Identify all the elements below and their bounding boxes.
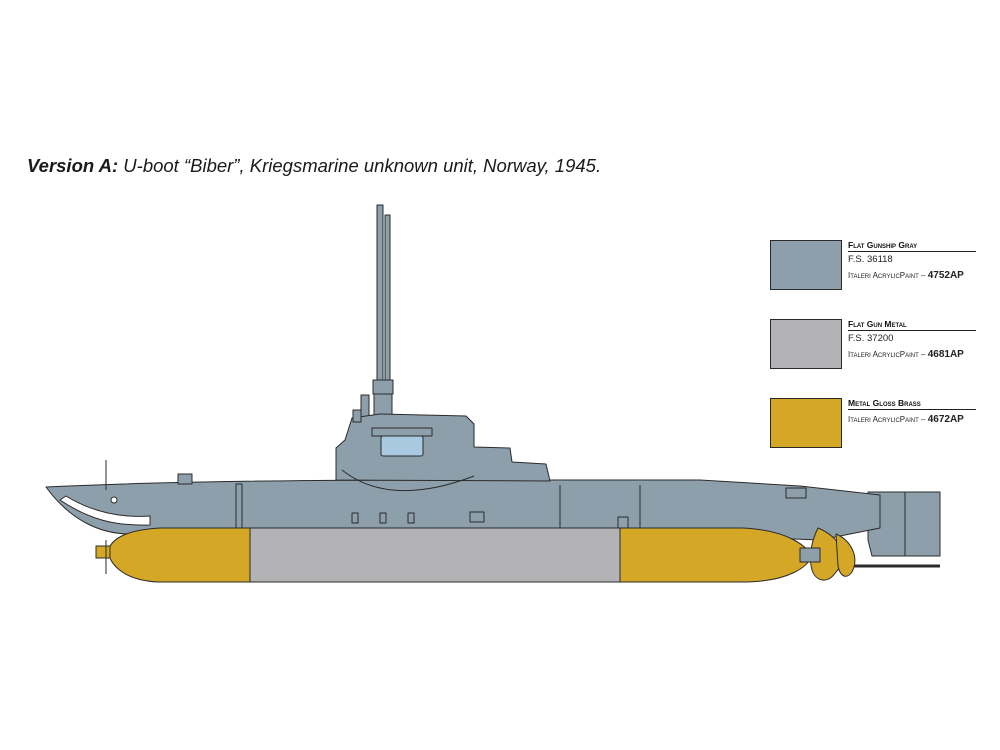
stern-rudder bbox=[867, 491, 941, 557]
vent-pipe bbox=[352, 409, 362, 423]
legend-rule bbox=[848, 251, 976, 252]
paint-reference: Italeri AcrylicPaint – 4752AP bbox=[848, 269, 1000, 283]
paint-reference: Italeri AcrylicPaint – 4672AP bbox=[848, 413, 1000, 427]
paint-brand: Italeri AcrylicPaint – bbox=[848, 415, 928, 424]
torpedo-body bbox=[249, 527, 621, 583]
legend-text: Flat Gunship Gray F.S. 36118 Italeri Acr… bbox=[848, 240, 1000, 283]
mast-collar bbox=[372, 379, 394, 395]
legend-rule bbox=[848, 330, 976, 331]
legend-rule bbox=[848, 409, 976, 410]
shark-eye bbox=[110, 496, 118, 504]
color-swatch bbox=[770, 319, 842, 369]
version-label: Version A: bbox=[27, 155, 119, 176]
color-swatch bbox=[770, 398, 842, 448]
conning-tower bbox=[335, 413, 551, 482]
paint-reference: Italeri AcrylicPaint – 4681AP bbox=[848, 348, 1000, 362]
fs-code: F.S. 36118 bbox=[848, 254, 893, 265]
legend-text: Metal Gloss Brass Italeri AcrylicPaint –… bbox=[848, 398, 1000, 427]
tower-window bbox=[380, 435, 424, 457]
paint-name: Flat Gun Metal bbox=[848, 319, 907, 329]
periscope-mast-front bbox=[376, 204, 384, 406]
tower-arc bbox=[341, 469, 475, 492]
propeller-blade bbox=[835, 533, 856, 577]
paint-name: Flat Gunship Gray bbox=[848, 240, 918, 250]
stern-torpedo bbox=[619, 527, 813, 583]
hatch-rim bbox=[371, 427, 433, 437]
paint-brand: Italeri AcrylicPaint – bbox=[848, 271, 928, 280]
paint-code: 4672AP bbox=[927, 414, 964, 425]
paint-code: 4681AP bbox=[927, 349, 964, 360]
periscope-mast-rear bbox=[384, 214, 391, 406]
bow-torpedo bbox=[107, 527, 251, 583]
paint-code: 4752AP bbox=[927, 270, 964, 281]
legend-text: Flat Gun Metal F.S. 37200 Italeri Acryli… bbox=[848, 319, 1000, 362]
shark-mouth bbox=[59, 495, 151, 526]
paint-brand: Italeri AcrylicPaint – bbox=[848, 350, 928, 359]
version-description: U-boot “Biber”, Kriegsmarine unknown uni… bbox=[118, 155, 602, 176]
color-swatch bbox=[770, 240, 842, 290]
version-caption: Version A: U-boot “Biber”, Kriegsmarine … bbox=[27, 155, 601, 177]
paint-name: Metal Gloss Brass bbox=[848, 398, 921, 408]
fs-code: F.S. 37200 bbox=[848, 333, 894, 344]
